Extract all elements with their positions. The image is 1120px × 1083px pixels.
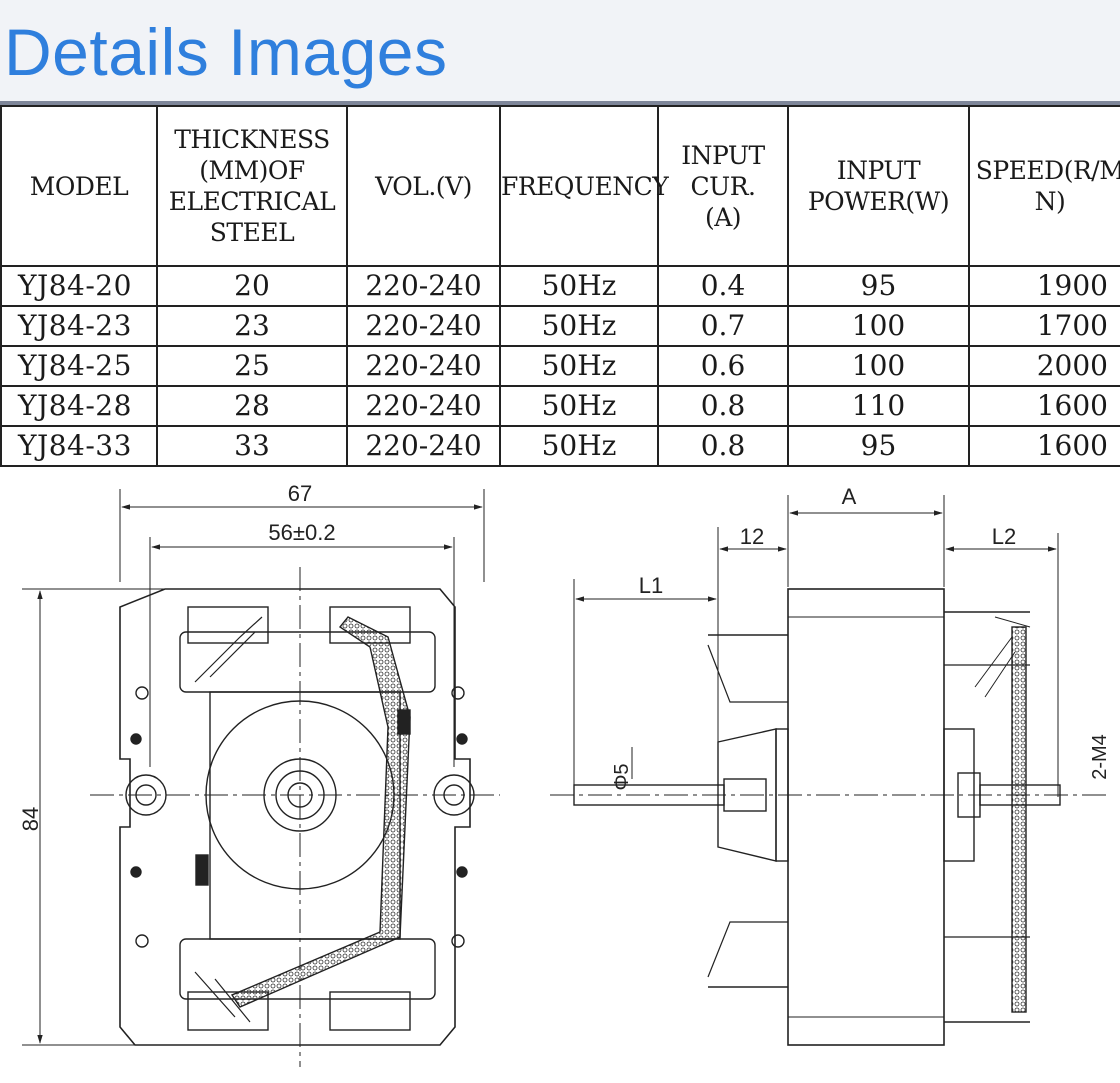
column-header-speed: SPEED(R/M N) [968,105,1120,267]
dimension-label-12: 12 [740,524,764,549]
cell-input-current: 0.8 [657,385,789,427]
cell-input-power: 110 [787,385,970,427]
cell-voltage: 220-240 [346,345,501,387]
motor-drawing-svg: 67 56±0.2 84 [18,481,1111,1067]
dimension-label-84: 84 [18,807,43,831]
table-row: YJ84-20 20 220-240 50Hz 0.4 95 1900 [0,265,1120,307]
cell-thickness: 25 [156,345,348,387]
cell-speed: 1900 [968,265,1120,307]
cell-model: YJ84-33 [0,425,158,467]
column-header-thickness: THICKNESS (MM)OF ELECTRICAL STEEL [156,105,348,267]
table-header-row: MODEL THICKNESS (MM)OF ELECTRICAL STEEL … [0,105,1120,267]
page-title: Details Images [4,15,448,89]
cell-voltage: 220-240 [346,385,501,427]
cell-thickness: 28 [156,385,348,427]
column-header-input-power: INPUT POWER(W) [787,105,970,267]
cell-speed: 1700 [968,305,1120,347]
cell-input-power: 100 [787,345,970,387]
table-row: YJ84-25 25 220-240 50Hz 0.6 100 2000 [0,345,1120,387]
dimension-12: 12 [717,524,787,767]
cell-input-power: 95 [787,425,970,467]
dimension-shaft: Φ5 [611,747,633,791]
cell-thickness: 20 [156,265,348,307]
dimension-label-67: 67 [288,481,312,506]
table-row: YJ84-23 23 220-240 50Hz 0.7 100 1700 [0,305,1120,347]
cell-voltage: 220-240 [346,305,501,347]
cell-voltage: 220-240 [346,265,501,307]
cell-voltage: 220-240 [346,425,501,467]
spec-table: MODEL THICKNESS (MM)OF ELECTRICAL STEEL … [0,101,1120,471]
dimension-width-67: 67 [119,481,485,582]
dimension-a: A [787,484,945,587]
cell-input-current: 0.4 [657,265,789,307]
cell-model: YJ84-23 [0,305,158,347]
dimension-height-84: 84 [18,588,300,1046]
column-header-input-current: INPUT CUR. (A) [657,105,789,267]
column-header-model: MODEL [0,105,158,267]
cell-thickness: 23 [156,305,348,347]
cell-frequency: 50Hz [499,385,659,427]
dimension-label-56: 56±0.2 [268,520,335,545]
cell-speed: 2000 [968,345,1120,387]
dimension-label-l2: L2 [992,524,1016,549]
table-row: YJ84-33 33 220-240 50Hz 0.8 95 1600 [0,425,1120,467]
dimension-l1: L1 [573,573,717,797]
column-header-voltage: VOL.(V) [346,105,501,267]
cell-frequency: 50Hz [499,345,659,387]
cell-speed: 1600 [968,425,1120,467]
dimension-label-shaft: Φ5 [611,763,633,790]
cell-input-power: 100 [787,305,970,347]
side-view: A 12 L1 L2 Φ5 2-M4 [550,484,1111,1046]
cell-input-current: 0.8 [657,425,789,467]
dimension-mount-56: 56±0.2 [149,520,455,767]
column-header-frequency: FREQUENCY [499,105,669,267]
cell-frequency: 50Hz [499,265,659,307]
cell-input-current: 0.6 [657,345,789,387]
dimension-label-a: A [842,484,857,509]
page-header: Details Images [0,0,1120,101]
cell-model: YJ84-20 [0,265,158,307]
dimension-label-l1: L1 [639,573,663,598]
dimension-l2: L2 [945,524,1059,797]
table-row: YJ84-28 28 220-240 50Hz 0.8 110 1600 [0,385,1120,427]
front-view: 67 56±0.2 84 [18,481,500,1067]
cell-thickness: 33 [156,425,348,467]
technical-drawing: 67 56±0.2 84 [0,467,1120,1079]
cell-model: YJ84-25 [0,345,158,387]
cell-speed: 1600 [968,385,1120,427]
cell-frequency: 50Hz [499,305,659,347]
cell-input-power: 95 [787,265,970,307]
dimension-label-screw: 2-M4 [1089,734,1111,780]
specification-table: MODEL THICKNESS (MM)OF ELECTRICAL STEEL … [0,105,1120,467]
cell-frequency: 50Hz [499,425,659,467]
cell-input-current: 0.7 [657,305,789,347]
cell-model: YJ84-28 [0,385,158,427]
